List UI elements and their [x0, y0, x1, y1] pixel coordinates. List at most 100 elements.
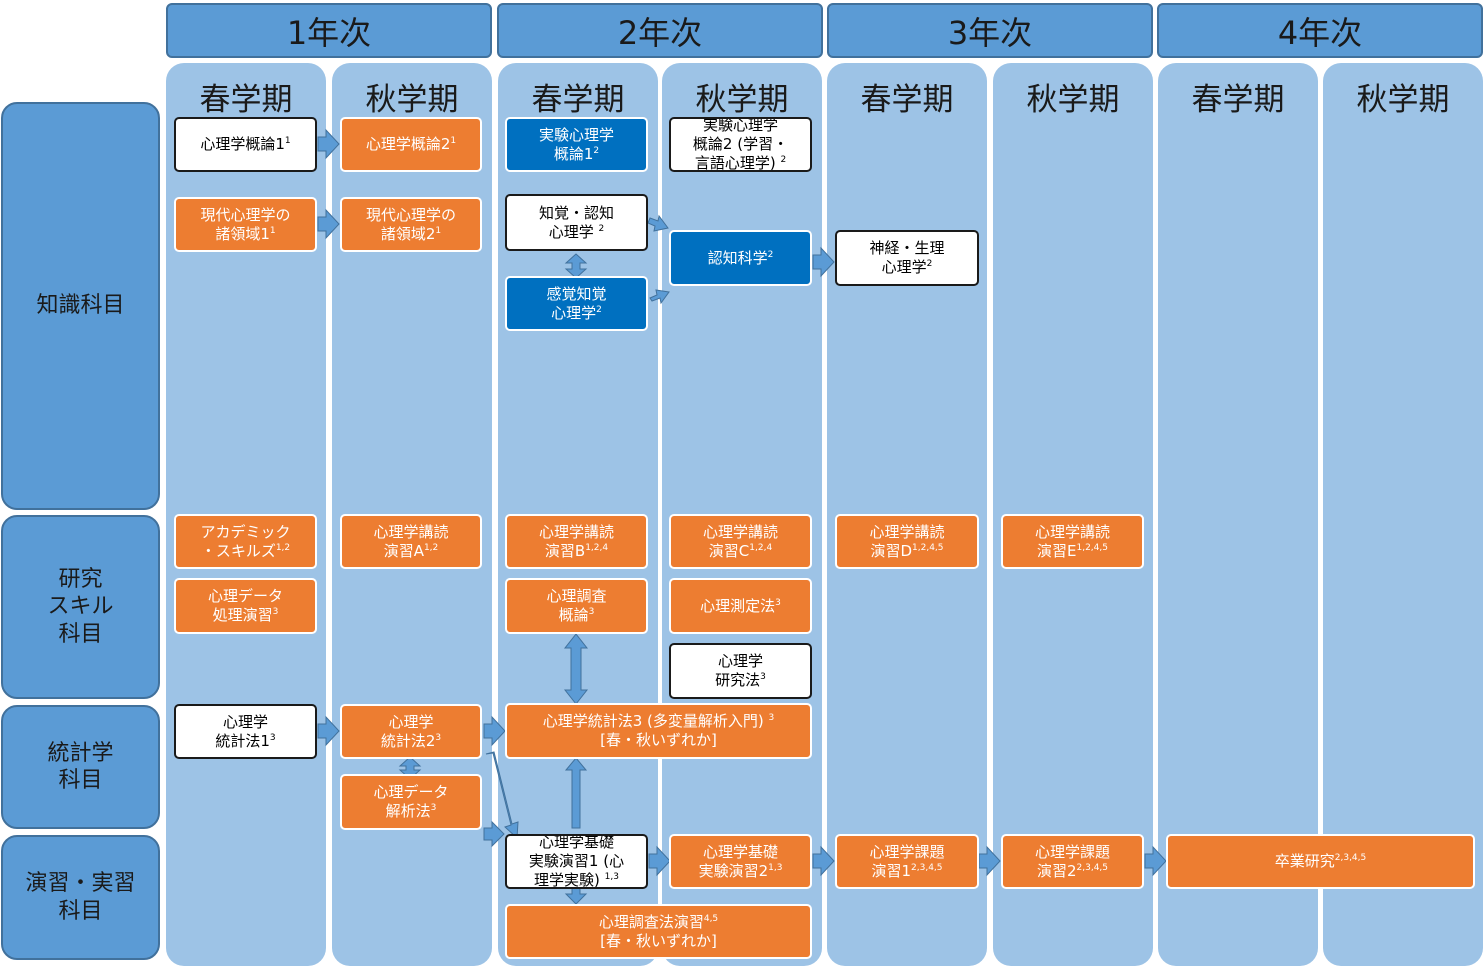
semester-label-1: 春学期 — [199, 82, 293, 118]
course-requirement-marker: 3 — [768, 713, 775, 724]
course-requirement-marker: 2 — [596, 304, 602, 315]
semester-column-8 — [1323, 63, 1483, 966]
course-c26: 心理学基礎実験演習21,3 — [669, 834, 812, 889]
course-requirement-marker: 1,2,4 — [585, 542, 609, 553]
course-requirement-marker: 2 — [780, 154, 787, 165]
arrow-c10-c8 — [649, 289, 670, 305]
category-practicum: 演習・実習 科目 — [1, 835, 160, 960]
course-requirement-marker: 1,2 — [275, 542, 291, 553]
course-c2: 心理学概論21 — [340, 117, 482, 172]
arrow-c25-c26 — [648, 845, 671, 877]
category-knowledge: 知識科目 — [1, 102, 160, 510]
course-label: 実験心理学概論2 (学習・言語心理学) 2 — [692, 117, 789, 172]
course-label: 心理調査法演習4,5[春・秋いずれか] — [598, 912, 719, 950]
course-requirement-marker: 3 — [430, 803, 437, 813]
course-label: 心理学統計法23 — [380, 712, 442, 750]
course-requirement-marker: 1 — [284, 136, 291, 147]
year-header-3: 3年次 — [827, 3, 1153, 58]
course-requirement-marker: 1,2,4,5 — [1076, 542, 1108, 553]
course-c10: 感覚知覚心理学2 — [505, 276, 648, 331]
course-c15: 心理学講読演習D1,2,4,5 — [835, 514, 979, 569]
course-label: 心理学講読演習A1,2 — [373, 522, 449, 560]
course-c7: 知覚・認知心理学 2 — [505, 194, 648, 251]
course-c27: 心理学課題演習12,3,4,5 — [835, 834, 979, 889]
course-requirement-marker: 3 — [269, 732, 276, 743]
year-header-4: 4年次 — [1157, 3, 1483, 58]
course-c5: 現代心理学の諸領域11 — [174, 197, 317, 252]
arrow-c22-c25 — [485, 751, 519, 840]
course-c8: 認知科学2 — [669, 230, 812, 286]
course-requirement-marker: 2 — [593, 145, 600, 156]
course-label: 知覚・認知心理学 2 — [538, 203, 614, 241]
course-label: 心理学講読演習B1,2,4 — [538, 522, 614, 560]
semester-label-7: 春学期 — [1191, 82, 1285, 118]
course-requirement-marker: 1 — [269, 225, 276, 236]
arrow-c1-c2 — [317, 128, 340, 160]
arrow-c26-c27 — [812, 845, 835, 877]
course-requirement-marker: 3 — [760, 672, 766, 682]
course-c9: 神経・生理心理学2 — [835, 230, 979, 286]
course-label: 心理学統計法3 (多変量解析入門) 3[春・秋いずれか] — [542, 712, 775, 749]
arrow-c7-c10 — [564, 253, 588, 279]
course-requirement-marker: 2,3,4,5 — [1076, 862, 1109, 873]
arrow-to-c25-from-left — [483, 820, 505, 848]
course-label: 心理学講読演習C1,2,4 — [702, 522, 778, 560]
course-requirement-marker: 2 — [926, 259, 933, 269]
course-c14: 心理学講読演習C1,2,4 — [669, 514, 812, 569]
course-c11: アカデミック・スキルズ1,2 — [174, 514, 317, 569]
course-requirement-marker: 3 — [272, 607, 279, 617]
course-c13: 心理学講読演習B1,2,4 — [505, 514, 648, 569]
arrow-c28-c29 — [1144, 845, 1167, 877]
year-header-2: 2年次 — [497, 3, 823, 58]
arrow-c27-c28 — [978, 845, 1001, 877]
course-requirement-marker: 2,3,4,5 — [1334, 853, 1367, 864]
arrow-c7-c8 — [647, 214, 669, 232]
course-label: 心理学課題演習22,3,4,5 — [1034, 842, 1110, 880]
course-label: 感覚知覚心理学2 — [546, 284, 607, 322]
course-c12: 心理学講読演習A1,2 — [340, 514, 482, 569]
course-label: 心理学講読演習E1,2,4,5 — [1034, 522, 1110, 560]
course-requirement-marker: 1,2 — [423, 542, 439, 553]
course-c3: 実験心理学概論12 — [505, 117, 648, 172]
course-c19: 心理測定法3 — [669, 578, 812, 634]
arrow-c5-c6 — [317, 208, 340, 240]
arrow-c23-c25 — [564, 757, 588, 829]
course-c22: 心理学統計法23 — [340, 704, 482, 759]
course-c30: 心理調査法演習4,5[春・秋いずれか] — [505, 904, 812, 959]
course-requirement-marker: 2,3,4,5 — [911, 862, 943, 873]
course-requirement-marker: 3 — [435, 732, 442, 743]
semester-label-8: 秋学期 — [1356, 82, 1450, 118]
course-label: 心理学基礎実験演習21,3 — [698, 842, 783, 880]
course-c6: 現代心理学の諸領域21 — [340, 197, 482, 252]
course-label: 卒業研究2,3,4,5 — [1274, 852, 1367, 871]
course-requirement-marker: 1 — [435, 225, 442, 236]
course-c21: 心理学統計法13 — [174, 704, 317, 759]
year-header-1: 1年次 — [166, 3, 492, 58]
course-requirement-marker: 3 — [775, 597, 781, 608]
course-label: 現代心理学の諸領域21 — [365, 205, 456, 243]
semester-label-6: 秋学期 — [1026, 82, 1120, 118]
course-c24: 心理データ解析法3 — [340, 774, 482, 830]
arrow-c22-c23 — [483, 715, 506, 747]
course-requirement-marker: 1,3 — [768, 862, 783, 873]
course-label: 心理測定法3 — [700, 596, 781, 615]
semester-column-7 — [1158, 63, 1318, 966]
category-statistics: 統計学 科目 — [1, 705, 160, 829]
course-c17: 心理データ処理演習3 — [174, 578, 317, 634]
course-requirement-marker: 1 — [450, 136, 457, 147]
course-c4: 実験心理学概論2 (学習・言語心理学) 2 — [669, 117, 812, 172]
category-research-skills: 研究 スキル 科目 — [1, 515, 160, 699]
course-label: 実験心理学概論12 — [538, 125, 614, 163]
course-label: 心理データ解析法3 — [373, 783, 449, 820]
course-label: 心理学統計法13 — [215, 712, 276, 750]
course-label: 心理学課題演習12,3,4,5 — [869, 842, 945, 880]
course-c20: 心理学研究法3 — [669, 643, 812, 699]
course-label: 心理調査概論3 — [546, 587, 607, 624]
course-c23: 心理学統計法3 (多変量解析入門) 3[春・秋いずれか] — [505, 703, 812, 759]
course-label: 神経・生理心理学2 — [869, 239, 945, 276]
course-c16: 心理学講読演習E1,2,4,5 — [1001, 514, 1144, 569]
arrow-c8-c9 — [812, 246, 835, 278]
course-requirement-marker: 1,2,4 — [749, 542, 773, 553]
course-label: 心理学基礎実験演習1 (心理学実験) 1,3 — [528, 834, 625, 889]
course-label: 心理学研究法3 — [715, 652, 766, 689]
